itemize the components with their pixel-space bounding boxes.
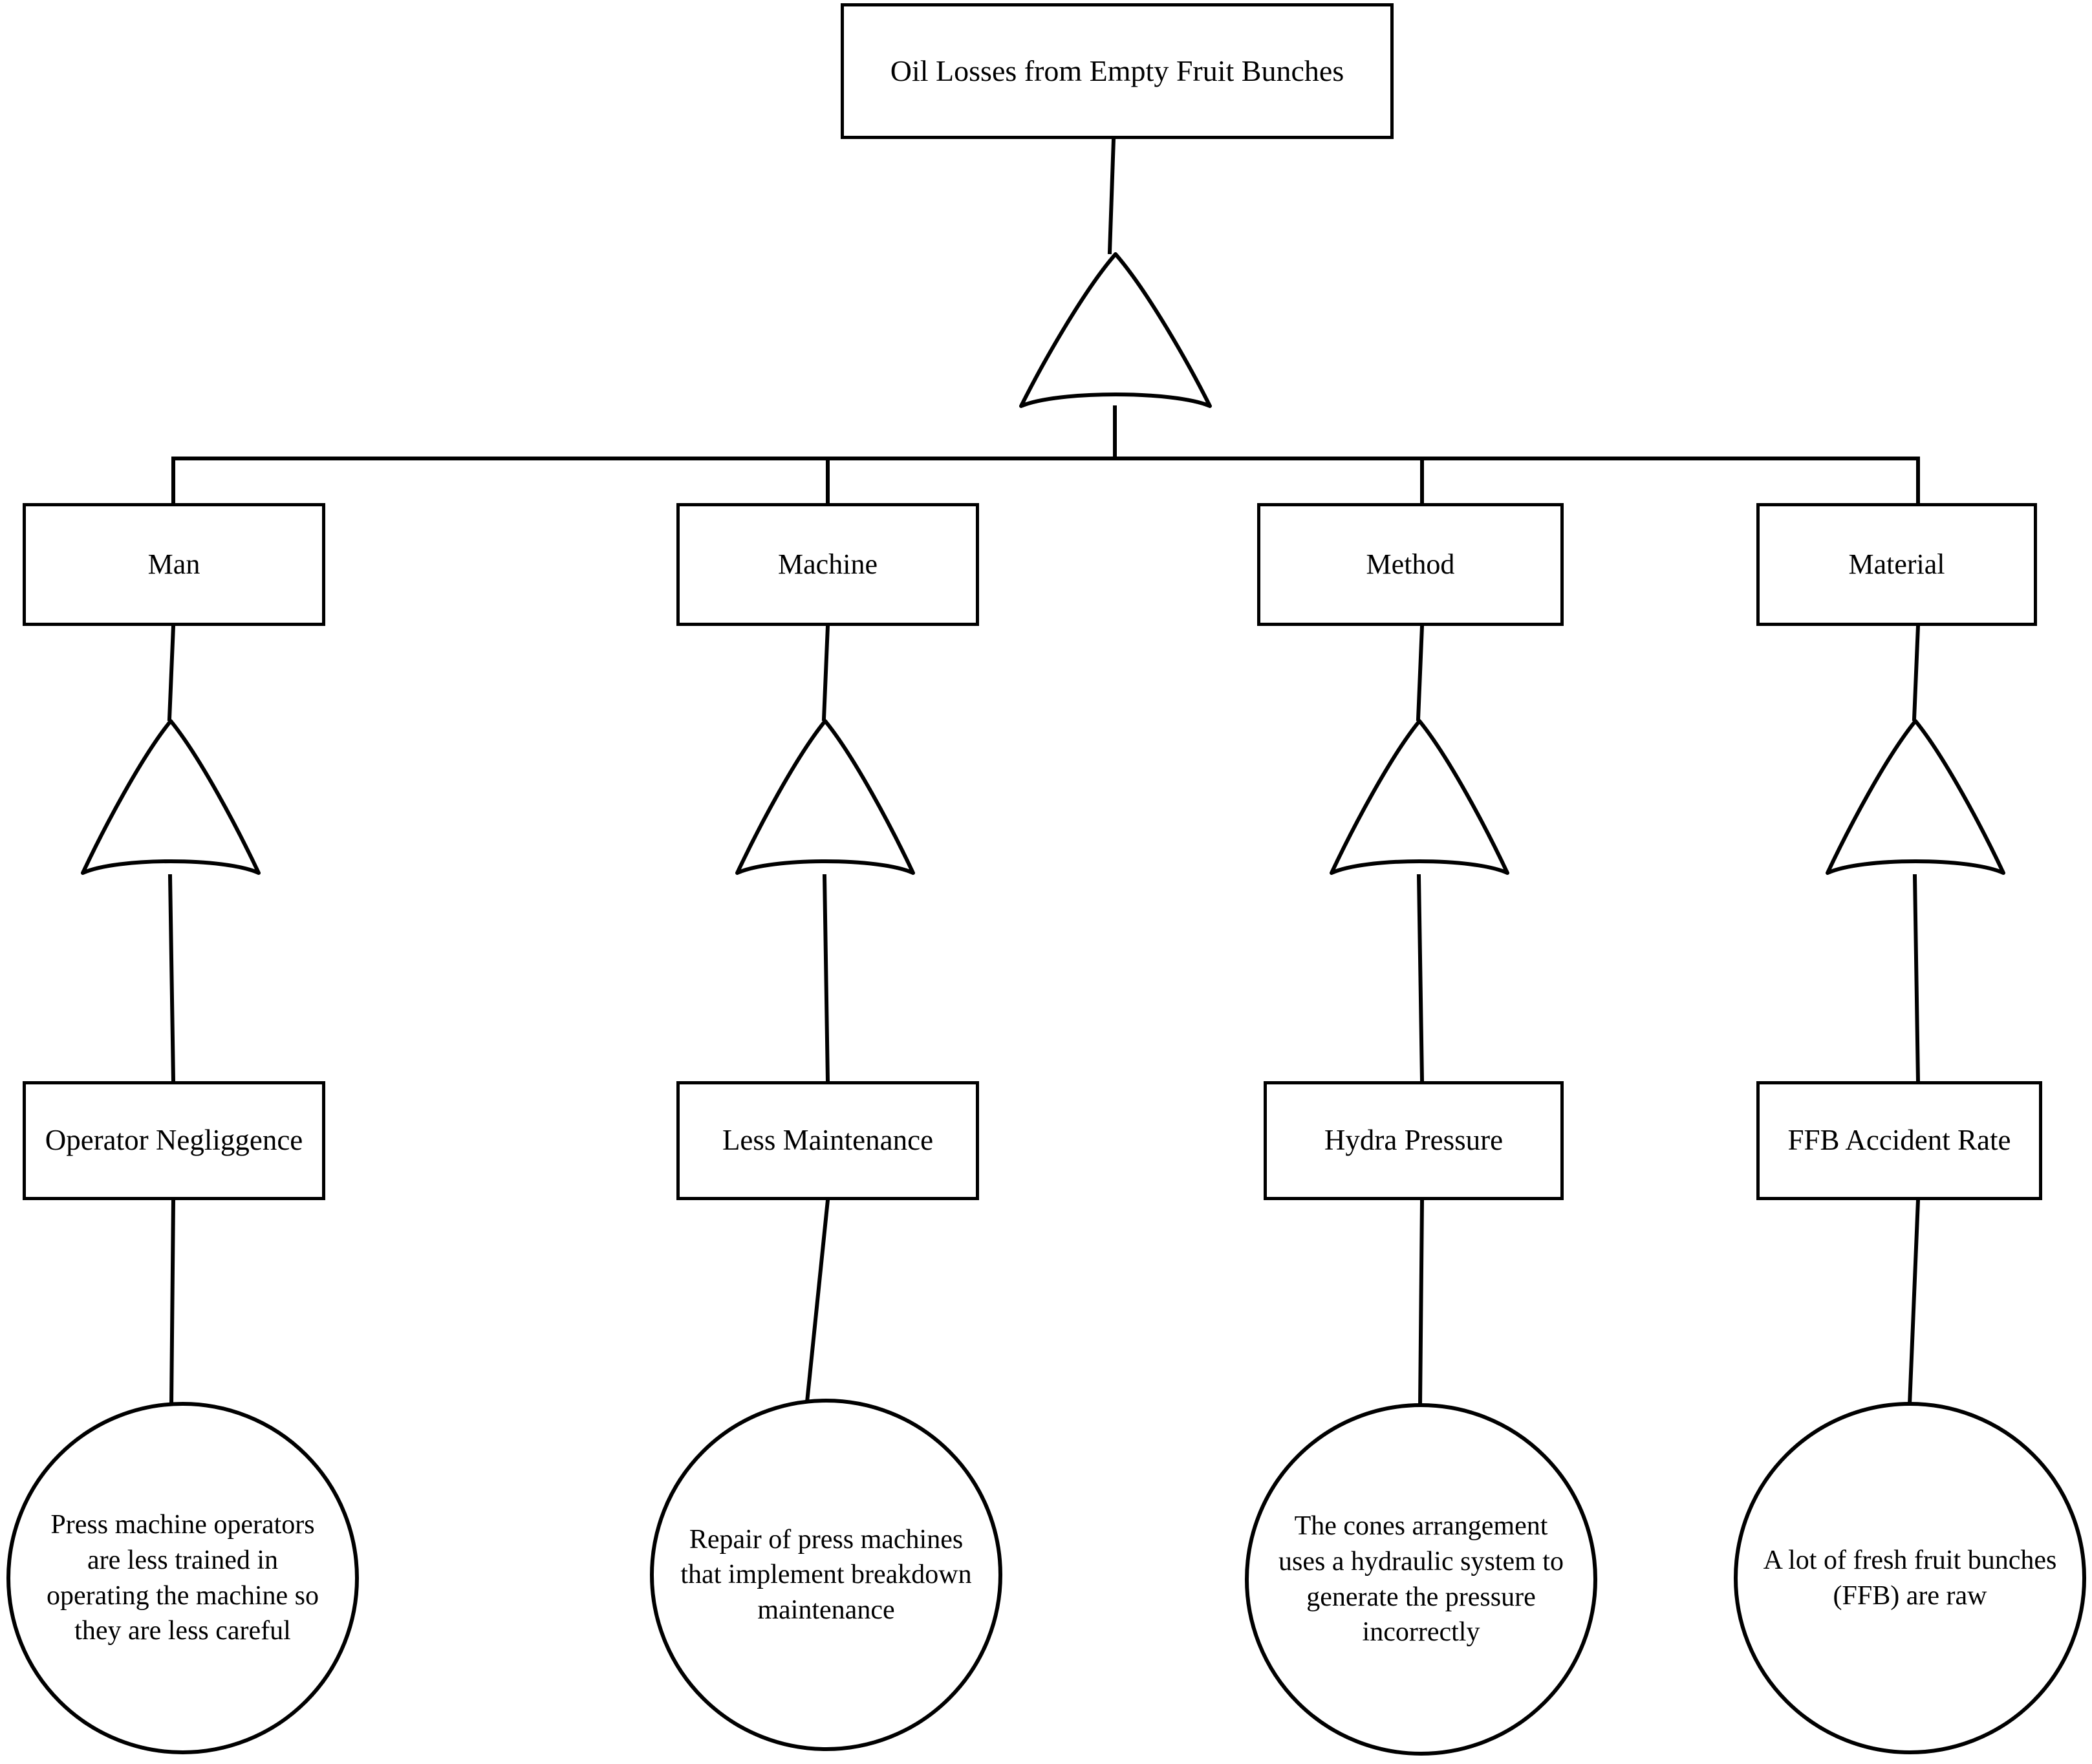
wire-ffb-accident-rate-to-basic — [1907, 1198, 1921, 1407]
basic-event-text-method: The cones arrangement uses a hydraulic s… — [1249, 1509, 1593, 1650]
wire-hydra-pressure-to-basic — [1418, 1198, 1425, 1408]
basic-event-line: Repair of press machines — [689, 1524, 964, 1554]
basic-event-text-material: A lot of fresh fruit bunches (FFB) are r… — [1738, 1543, 2082, 1613]
cause-box-ffb-accident-rate[interactable]: FFB Accident Rate — [1756, 1081, 2042, 1200]
basic-event-line: operating the machine so — [46, 1580, 319, 1611]
top-event-label: Oil Losses from Empty Fruit Bunches — [890, 54, 1344, 87]
wire-gate-to-operator-negligence — [167, 874, 176, 1084]
category-box-machine[interactable]: Machine — [676, 503, 979, 626]
cause-box-hydra-pressure[interactable]: Hydra Pressure — [1264, 1081, 1564, 1200]
basic-event-line: (FFB) are raw — [1833, 1580, 1987, 1611]
category-label-man: Man — [147, 548, 200, 581]
basic-event-circle-material[interactable]: A lot of fresh fruit bunches (FFB) are r… — [1734, 1402, 2086, 1754]
cause-box-operator-negligence[interactable]: Operator Negliggence — [23, 1081, 325, 1200]
category-label-method: Method — [1366, 548, 1455, 581]
cause-box-less-maintenance[interactable]: Less Maintenance — [676, 1081, 979, 1200]
basic-event-line: they are less careful — [74, 1616, 291, 1646]
basic-event-line: The cones arrangement — [1294, 1511, 1548, 1542]
category-box-material[interactable]: Material — [1756, 503, 2037, 626]
wire-gate-to-hydra-pressure — [1416, 874, 1425, 1084]
basic-event-line: A lot of fresh fruit bunches — [1763, 1545, 2057, 1575]
or-gate-machine — [729, 719, 922, 877]
cause-label-operator-negligence: Operator Negliggence — [45, 1124, 303, 1157]
wire-gate-to-ffb-accident-rate — [1912, 874, 1921, 1084]
or-gate-man-shape — [81, 719, 261, 875]
wire-material-to-gate — [1912, 623, 1921, 722]
basic-event-line: generate the pressure — [1306, 1582, 1536, 1612]
or-gate-material-shape — [1826, 719, 2005, 875]
basic-event-line: maintenance — [757, 1595, 895, 1625]
or-gate-material — [1819, 719, 2012, 877]
wire-man-to-gate — [167, 623, 176, 722]
basic-event-circle-machine[interactable]: Repair of press machines that implement … — [650, 1399, 1002, 1751]
or-gate-method-shape — [1330, 719, 1509, 875]
or-gate-method — [1323, 719, 1516, 877]
category-box-man[interactable]: Man — [23, 503, 325, 626]
wire-topevent-to-topgate — [1107, 136, 1116, 255]
wire-machine-to-gate — [821, 623, 830, 722]
basic-event-text-man: Press machine operators are less trained… — [10, 1507, 355, 1648]
category-label-material: Material — [1848, 548, 1945, 581]
category-label-machine: Machine — [778, 548, 878, 581]
category-box-method[interactable]: Method — [1257, 503, 1564, 626]
basic-event-line: are less trained in — [87, 1545, 279, 1575]
basic-event-line: Press machine operators — [50, 1510, 315, 1540]
basic-event-line: that implement breakdown — [680, 1560, 972, 1590]
or-gate-top-shape — [1019, 252, 1212, 408]
or-gate-machine-shape — [735, 719, 915, 875]
or-gate-top — [1012, 252, 1219, 411]
basic-event-circle-method[interactable]: The cones arrangement uses a hydraulic s… — [1245, 1403, 1597, 1756]
wire-gate-to-less-maintenance — [822, 874, 830, 1084]
basic-event-text-machine: Repair of press machines that implement … — [654, 1522, 998, 1628]
wire-method-to-gate — [1416, 623, 1425, 722]
basic-event-line: uses a hydraulic system to — [1278, 1546, 1564, 1576]
wire-operator-negligence-to-basic — [169, 1198, 176, 1407]
cause-label-ffb-accident-rate: FFB Accident Rate — [1787, 1124, 2011, 1157]
cause-label-less-maintenance: Less Maintenance — [722, 1124, 934, 1157]
basic-event-circle-man[interactable]: Press machine operators are less trained… — [6, 1402, 359, 1754]
cause-label-hydra-pressure: Hydra Pressure — [1324, 1124, 1504, 1157]
top-event-box[interactable]: Oil Losses from Empty Fruit Bunches — [841, 3, 1394, 139]
basic-event-line: incorrectly — [1362, 1617, 1480, 1648]
or-gate-man — [74, 719, 267, 877]
wire-less-maintenance-to-basic — [804, 1198, 830, 1404]
